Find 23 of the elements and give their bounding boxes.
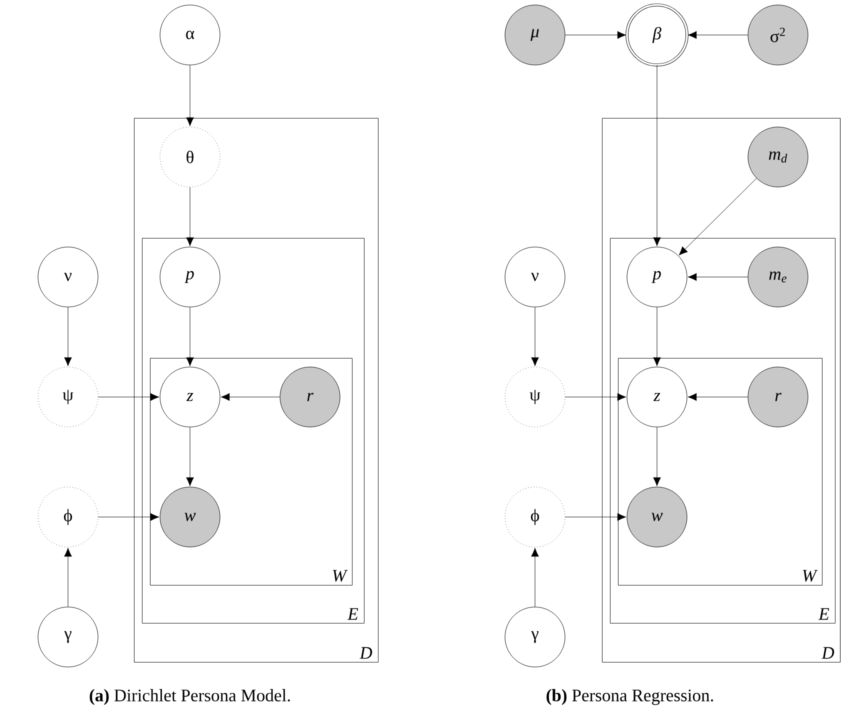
arrow — [653, 307, 661, 366]
arrow — [531, 307, 539, 366]
arrow — [64, 307, 72, 366]
arrow — [678, 178, 757, 256]
arrow — [186, 307, 194, 366]
arrow — [186, 65, 194, 126]
arrow — [688, 393, 748, 401]
arrow — [565, 31, 626, 39]
arrow — [565, 513, 626, 521]
arrow — [531, 548, 539, 607]
arrow — [653, 427, 661, 486]
arrow — [186, 187, 194, 246]
caption: (a) Dirichlet Persona Model. — [90, 689, 290, 705]
arrow — [186, 427, 194, 486]
arrow — [688, 31, 748, 39]
arrow — [688, 273, 748, 281]
arrow — [220, 393, 280, 401]
arrow — [653, 65, 661, 246]
arrow — [565, 393, 626, 401]
arrow — [98, 393, 160, 401]
arrow — [64, 548, 72, 607]
arrow — [98, 513, 160, 521]
caption: (b) Persona Regression. — [546, 689, 714, 705]
